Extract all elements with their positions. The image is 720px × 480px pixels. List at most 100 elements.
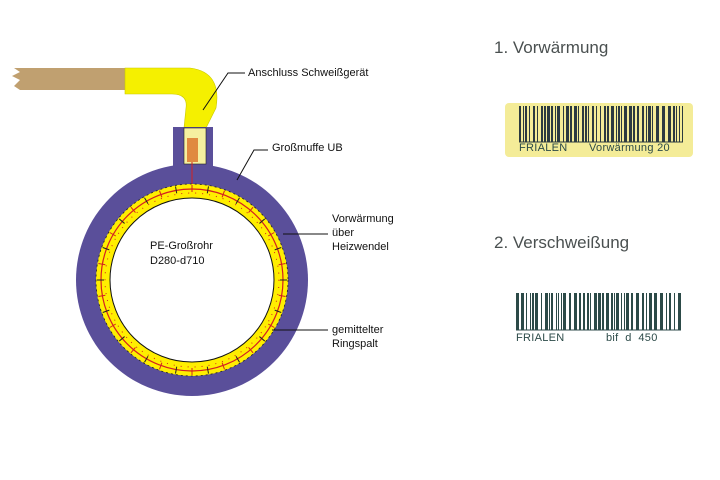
barcode-bar — [662, 106, 665, 142]
wire-tick — [274, 309, 282, 313]
barcode-bar — [541, 106, 543, 142]
barcode-bar — [532, 293, 534, 330]
barcode-bar — [523, 106, 524, 142]
step-2-title: 2. Verschweißung — [494, 233, 630, 252]
label-preheat-3: Heizwendel — [332, 241, 389, 253]
wire-ticks — [97, 185, 287, 375]
barcode-bar — [541, 293, 542, 330]
barcode-bar — [673, 106, 675, 142]
barcode-1-left: FRIALEN — [519, 142, 568, 154]
barcode-bar — [537, 106, 538, 142]
barcode-bar — [578, 106, 579, 142]
barcode-bar — [535, 293, 538, 330]
wire-tick — [259, 336, 266, 342]
barcode-bar — [633, 106, 635, 142]
barcode-bar — [666, 293, 667, 330]
wire-marks — [104, 192, 280, 368]
barcode-bar — [585, 106, 587, 142]
leader-coupler — [236, 149, 268, 181]
label-gap-1: gemittelter — [332, 324, 384, 336]
barcode-bar — [582, 106, 584, 142]
barcode-bar — [652, 106, 653, 142]
barcode-bar — [529, 106, 530, 142]
leader-connection — [202, 72, 245, 111]
wire-tick — [144, 355, 149, 363]
label-preheat-2: über — [332, 227, 355, 239]
barcode-bar — [545, 293, 548, 330]
barcode-bar — [587, 293, 589, 330]
barcode-welding — [516, 293, 681, 331]
barcode-bar — [557, 106, 560, 142]
wire-tick — [267, 323, 275, 328]
barcode-bar — [626, 293, 629, 330]
barcode-bar — [649, 293, 652, 330]
barcode-bar — [674, 293, 675, 330]
wire-tick — [98, 294, 106, 297]
barcode-bar — [679, 106, 680, 142]
wire-tick — [102, 309, 110, 313]
wire-tick — [130, 206, 136, 213]
wire-tick — [130, 347, 136, 354]
wire-tick — [159, 190, 163, 198]
barcode-bar — [555, 106, 556, 142]
barcode-bar — [611, 106, 614, 142]
barcode-bar — [561, 293, 562, 330]
barcode-bar — [563, 293, 566, 330]
wire-tick — [206, 366, 209, 374]
barcode-bar — [618, 106, 620, 142]
barcode-bar — [648, 106, 651, 142]
label-preheat-1: Vorwärmung — [332, 213, 394, 225]
barcode-bar — [656, 106, 659, 142]
wire-tick — [278, 294, 286, 297]
barcode-bar — [642, 106, 644, 142]
wire-tick — [267, 232, 275, 237]
wire-tick — [109, 232, 117, 237]
barcode-bar — [646, 106, 647, 142]
wire-tick — [109, 323, 117, 328]
barcode-bar — [588, 106, 589, 142]
barcode-bar — [607, 106, 609, 142]
wire-tick — [159, 362, 163, 370]
wire-tick — [98, 263, 106, 266]
barcode-bar — [668, 106, 671, 142]
barcode-2-right: bif d 450 — [606, 332, 658, 344]
barcode-bar — [676, 106, 677, 142]
barcode-bar — [521, 293, 524, 330]
barcode-bar — [569, 293, 571, 330]
barcode-bar — [616, 293, 619, 330]
barcode-bar — [624, 106, 627, 142]
pipe-wall — [109, 197, 275, 363]
barcode-bar — [642, 293, 644, 330]
barcode-bar — [590, 293, 591, 330]
barcode-bar — [629, 106, 632, 142]
barcode-bar — [600, 106, 601, 142]
barcode-bar — [606, 293, 609, 330]
barcode-bar — [598, 293, 601, 330]
barcode-bar — [631, 293, 633, 330]
wire-tick — [102, 247, 110, 251]
contact-pin — [187, 138, 198, 162]
barcode-bar — [621, 106, 622, 142]
barcode-bar — [558, 293, 559, 330]
barcode-2-left: FRIALEN — [516, 332, 565, 344]
barcode-bar — [592, 106, 594, 142]
label-pipe-1: PE-Großrohr — [150, 240, 213, 252]
label-coupler: Großmuffe UB — [272, 142, 343, 154]
barcode-bar — [525, 106, 527, 142]
step-1-title: 1. Vorwärmung — [494, 38, 609, 57]
wire-tick — [118, 218, 125, 224]
barcode-bar — [611, 293, 613, 330]
wire-tick — [235, 355, 240, 363]
barcode-bar — [624, 293, 625, 330]
wire-tick — [206, 186, 209, 194]
barcode-bar — [637, 106, 639, 142]
barcode-1-right: Vorwärmung 20 — [589, 142, 670, 154]
barcode-bar — [614, 293, 615, 330]
barcode-bar — [579, 293, 581, 330]
barcode-bar — [551, 106, 553, 142]
label-connection: Anschluss Schweißgerät — [248, 67, 369, 79]
barcode-bar — [544, 106, 546, 142]
wire-tick — [274, 247, 282, 251]
barcode-bar — [574, 106, 577, 142]
